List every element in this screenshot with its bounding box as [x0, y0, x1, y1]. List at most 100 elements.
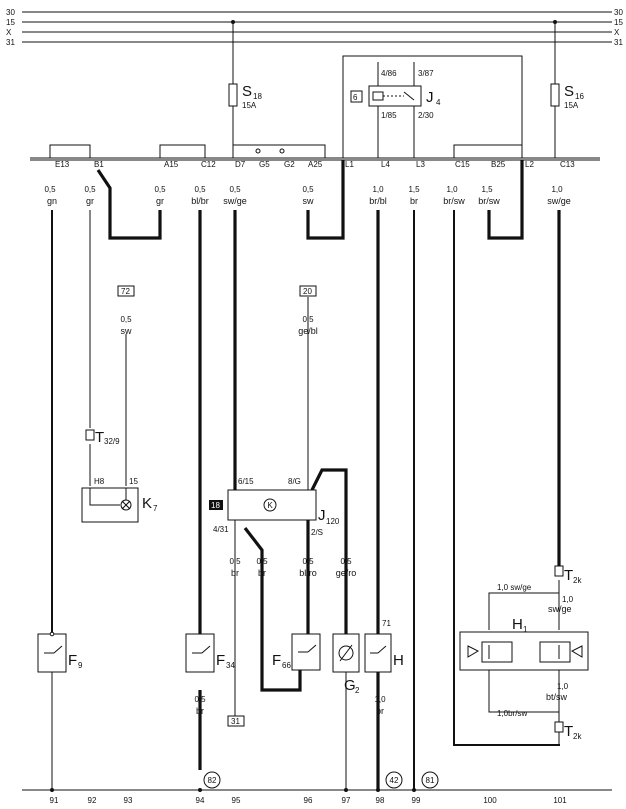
relay-pin-85: 1/85	[381, 111, 397, 120]
t32-sub: 32/9	[104, 437, 120, 446]
connector-t2k-bottom: T 2k	[554, 721, 582, 741]
pin-b25: B25	[491, 160, 506, 169]
f9-sub: 9	[78, 661, 83, 670]
f66-sub: 66	[282, 661, 291, 670]
h1-wire-bot-right-size: 1,0	[557, 682, 569, 691]
bus-label-30: 30	[6, 8, 15, 17]
wire-92-size: 0,5	[84, 185, 96, 194]
bus-label-31-right: 31	[614, 38, 623, 47]
component-h: 71 H	[364, 619, 404, 673]
column-95: 95	[232, 796, 241, 805]
wire-96-size: 0,5	[302, 185, 314, 194]
lower-wire-labels: 0,5 br 0,5 br 0,5 bl/ro 0,5 ge/ro	[229, 557, 356, 578]
pin-c15: C15	[455, 160, 470, 169]
column-96: 96	[304, 796, 313, 805]
wire-98-size: 1,0	[372, 185, 384, 194]
fuse-s16-name: S	[564, 83, 574, 100]
ground-ref-81: 81	[426, 776, 435, 785]
ref-31: 31	[231, 717, 240, 726]
column-92: 92	[88, 796, 97, 805]
ref-boxes: 72 0,5 sw 20 0,5 ge/bl 31	[117, 285, 318, 727]
component-f66: F 66	[272, 633, 321, 671]
wire-95-size: 0,5	[229, 185, 241, 194]
wire-94-color: bl/br	[191, 196, 209, 206]
t2k-bot-sub: 2k	[573, 732, 582, 741]
g2-sub: 2	[355, 686, 360, 695]
column-101: 101	[553, 796, 567, 805]
relay-sub: 4	[436, 98, 441, 107]
f66-name: F	[272, 652, 281, 669]
pin-g2: G2	[284, 160, 295, 169]
h-name: H	[393, 652, 404, 669]
j120-wire-color: ge/bl	[298, 326, 318, 336]
k7-pin-15: 15	[129, 477, 138, 486]
lower-wire-4-color: ge/ro	[336, 568, 357, 578]
wire-93-color: gr	[156, 196, 164, 206]
f34-sub: 34	[226, 661, 235, 670]
pin-l4: L4	[381, 160, 390, 169]
component-g2: G 2	[332, 633, 360, 695]
k7-sub: 7	[153, 504, 158, 513]
ground-ref-42: 42	[390, 776, 399, 785]
wire-96-color: sw	[303, 196, 315, 206]
wire-100a-size: 1,0	[446, 185, 458, 194]
h1-wire-top-right-size: 1,0	[562, 595, 574, 604]
bus-label-x-right: X	[614, 28, 620, 37]
wire-100b-size: 1,5	[481, 185, 493, 194]
lower-wire-3-color: bl/ro	[299, 568, 317, 578]
pin-b1: B1	[94, 160, 104, 169]
f34-wire-size: 0,5	[194, 695, 206, 704]
fuse-s16: S 16 15A	[550, 22, 584, 158]
h1-name: H	[512, 616, 523, 633]
lower-wire-2-size: 0,5	[256, 557, 268, 566]
column-94: 94	[196, 796, 205, 805]
bottom-bus: 91 92 93 94 95 96 97 98 99 100 101	[22, 788, 612, 805]
wire-100b-color: br/sw	[478, 196, 500, 206]
fuse-s16-rating: 15A	[564, 101, 579, 110]
pin-l2: L2	[525, 160, 534, 169]
bus-label-31: 31	[6, 38, 15, 47]
bottom-wire-labels: 0,5 br 1,0 br	[194, 695, 386, 716]
j120-pin-2-s: 2/S	[311, 528, 323, 537]
k7-wire-size: 0,5	[120, 315, 132, 324]
column-98: 98	[376, 796, 385, 805]
t2k-top-sub: 2k	[573, 576, 582, 585]
pin-d7: D7	[235, 160, 246, 169]
column-100: 100	[483, 796, 497, 805]
relay-pin-86: 4/86	[381, 69, 397, 78]
j120-sub: 120	[326, 517, 340, 526]
t32-name: T	[95, 429, 104, 446]
relay-pin-30: 2/30	[418, 111, 434, 120]
component-f9: F 9	[37, 631, 83, 673]
pin-l1: L1	[345, 160, 354, 169]
fuse-s18-rating: 15A	[242, 101, 257, 110]
column-99: 99	[412, 796, 421, 805]
f34-wire-color: br	[196, 706, 204, 716]
relay-j4: 6 4/86 3/87 1/85 2/30 J 4	[342, 55, 523, 158]
wire-93-size: 0,5	[154, 185, 166, 194]
fuse-s18-name: S	[242, 83, 252, 100]
relay-slot: 6	[353, 93, 358, 102]
indicator-k7: H8 15 K 7	[81, 477, 158, 523]
lower-wire-1-size: 0,5	[229, 557, 241, 566]
lower-wire-3-size: 0,5	[302, 557, 314, 566]
connector-t32: T 32/9	[85, 429, 120, 446]
k7-name: K	[142, 495, 152, 512]
h-wire-size: 1,0	[374, 695, 386, 704]
horns-h1: H 1 1,0 sw/ge 1,0 sw/ge 1,0 bt/sw 1,0br/…	[459, 583, 589, 718]
j120-name: J	[318, 507, 326, 524]
pin-e13: E13	[55, 160, 70, 169]
relay-name: J	[426, 89, 434, 106]
fuse-s18-sub: 18	[253, 92, 262, 101]
fuse-s16-sub: 16	[575, 92, 584, 101]
wire-94-size: 0,5	[194, 185, 206, 194]
lower-wire-4-size: 0,5	[340, 557, 352, 566]
bus-label-x: X	[6, 28, 12, 37]
column-93: 93	[124, 796, 133, 805]
ground-refs: 82 42 81	[203, 771, 439, 789]
j120-wire-size: 0,5	[302, 315, 314, 324]
lower-wire-1-color: br	[231, 568, 239, 578]
component-f34: F 34	[185, 633, 235, 673]
wire-99-color: br	[410, 196, 418, 206]
